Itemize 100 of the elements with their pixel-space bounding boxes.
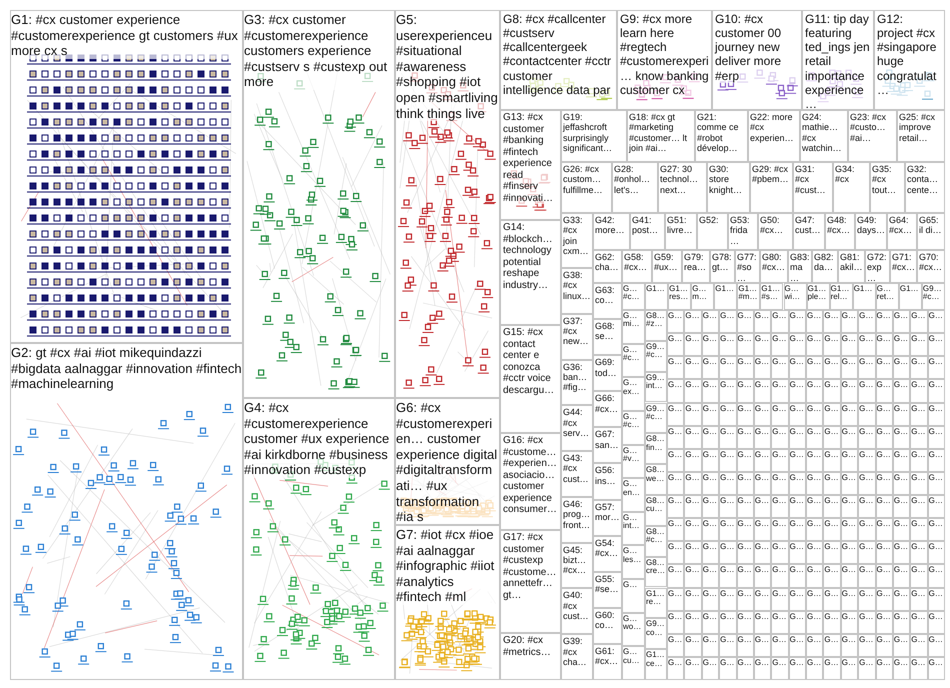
group-label: G… (720, 566, 734, 575)
group-label: G… (754, 636, 770, 644)
group-label: G… (623, 379, 638, 388)
group-label: G… (702, 520, 717, 529)
group-label: cre… (646, 567, 666, 576)
group-box (840, 495, 858, 518)
group-label: G… (623, 480, 638, 489)
group-box (928, 472, 945, 495)
group-label: G… (754, 474, 770, 482)
group-box (858, 426, 876, 449)
group-label: G… (738, 312, 752, 320)
group-label: G1… (761, 285, 780, 294)
group-label: G8… (646, 528, 665, 536)
group-box (702, 333, 720, 356)
group-label: G… (685, 450, 700, 460)
group-box (667, 379, 684, 402)
group-label: G… (824, 404, 839, 413)
group-label: G… (790, 520, 804, 529)
group-label: G… (720, 543, 734, 552)
group-box (928, 610, 945, 634)
group-box (736, 656, 754, 680)
group-label: G… (754, 590, 770, 598)
group-box (771, 495, 789, 518)
group-label: G… (859, 520, 874, 529)
group-box (910, 495, 928, 518)
group-box (910, 518, 928, 542)
group-box (758, 213, 793, 250)
group-box (823, 426, 841, 449)
group-label: G… (685, 566, 700, 575)
group-label: #m… (738, 293, 758, 302)
group-label: G… (623, 614, 638, 624)
group-label: G55: #se… (595, 574, 620, 594)
group-box (645, 588, 667, 618)
group-box (806, 448, 824, 472)
group-label: G… (876, 428, 891, 436)
group-box (876, 472, 893, 495)
group-box (771, 541, 789, 564)
group-box (928, 333, 945, 356)
group-box (876, 379, 893, 402)
group-box (500, 633, 561, 680)
group-label: G… (876, 612, 891, 622)
group-box (667, 472, 684, 495)
group-label: G… (859, 358, 874, 367)
group-label: G… (824, 497, 839, 506)
group-box (858, 541, 876, 564)
group-label: G… (807, 566, 822, 575)
group-box (910, 448, 928, 472)
group-box (823, 379, 841, 402)
group-label: G… (720, 428, 734, 436)
group-box (719, 356, 736, 380)
group-box (892, 656, 910, 680)
group-box (667, 495, 684, 518)
group-box (395, 10, 500, 398)
group-box (667, 402, 684, 426)
group-label: G2: gt #cx #ai #iot mikequindazzi #bigdata aalnaggar #innovation #fintech #machinelearning (11, 345, 242, 392)
group-box (840, 402, 858, 426)
group-box (892, 610, 910, 634)
group-box (684, 564, 702, 588)
group-box (754, 610, 772, 634)
group-label: G… (807, 520, 822, 529)
group-label: G9… (646, 620, 665, 629)
group-box (788, 356, 806, 380)
group-label: G… (720, 312, 734, 320)
group-box (928, 402, 945, 426)
group-label: G… (772, 474, 786, 482)
group-label: G… (790, 381, 804, 390)
group-box (754, 333, 772, 356)
group-box (684, 333, 702, 356)
group-box (788, 634, 806, 657)
group-label: #c… (623, 354, 640, 362)
group-label: G… (842, 566, 856, 575)
group-box (858, 634, 876, 657)
group-box (500, 10, 617, 110)
group-box (806, 333, 824, 356)
group-box (707, 162, 750, 213)
group-box (645, 495, 667, 526)
group-box (682, 250, 710, 283)
group-box (876, 495, 893, 518)
group-label: G… (842, 450, 856, 460)
group-label: G… (911, 543, 926, 552)
group-label: G… (859, 497, 874, 506)
group-label: G… (842, 590, 856, 598)
group-box (840, 588, 858, 611)
group-label: G… (738, 474, 752, 482)
group-label: G1… (808, 285, 826, 294)
group-label: #s… (761, 293, 778, 302)
group-box (910, 541, 928, 564)
group-box (719, 472, 736, 495)
group-box (806, 588, 824, 611)
group-label: G… (824, 566, 839, 575)
group-box (898, 283, 922, 310)
group-label: cu… (623, 656, 640, 666)
group-label: G… (911, 381, 926, 390)
group-box (593, 644, 622, 680)
group-label: G… (928, 450, 943, 460)
group-label: G… (859, 381, 874, 390)
group-label: G… (859, 612, 874, 622)
group-label: G… (754, 497, 770, 506)
group-box (719, 402, 736, 426)
group-box (243, 10, 395, 398)
